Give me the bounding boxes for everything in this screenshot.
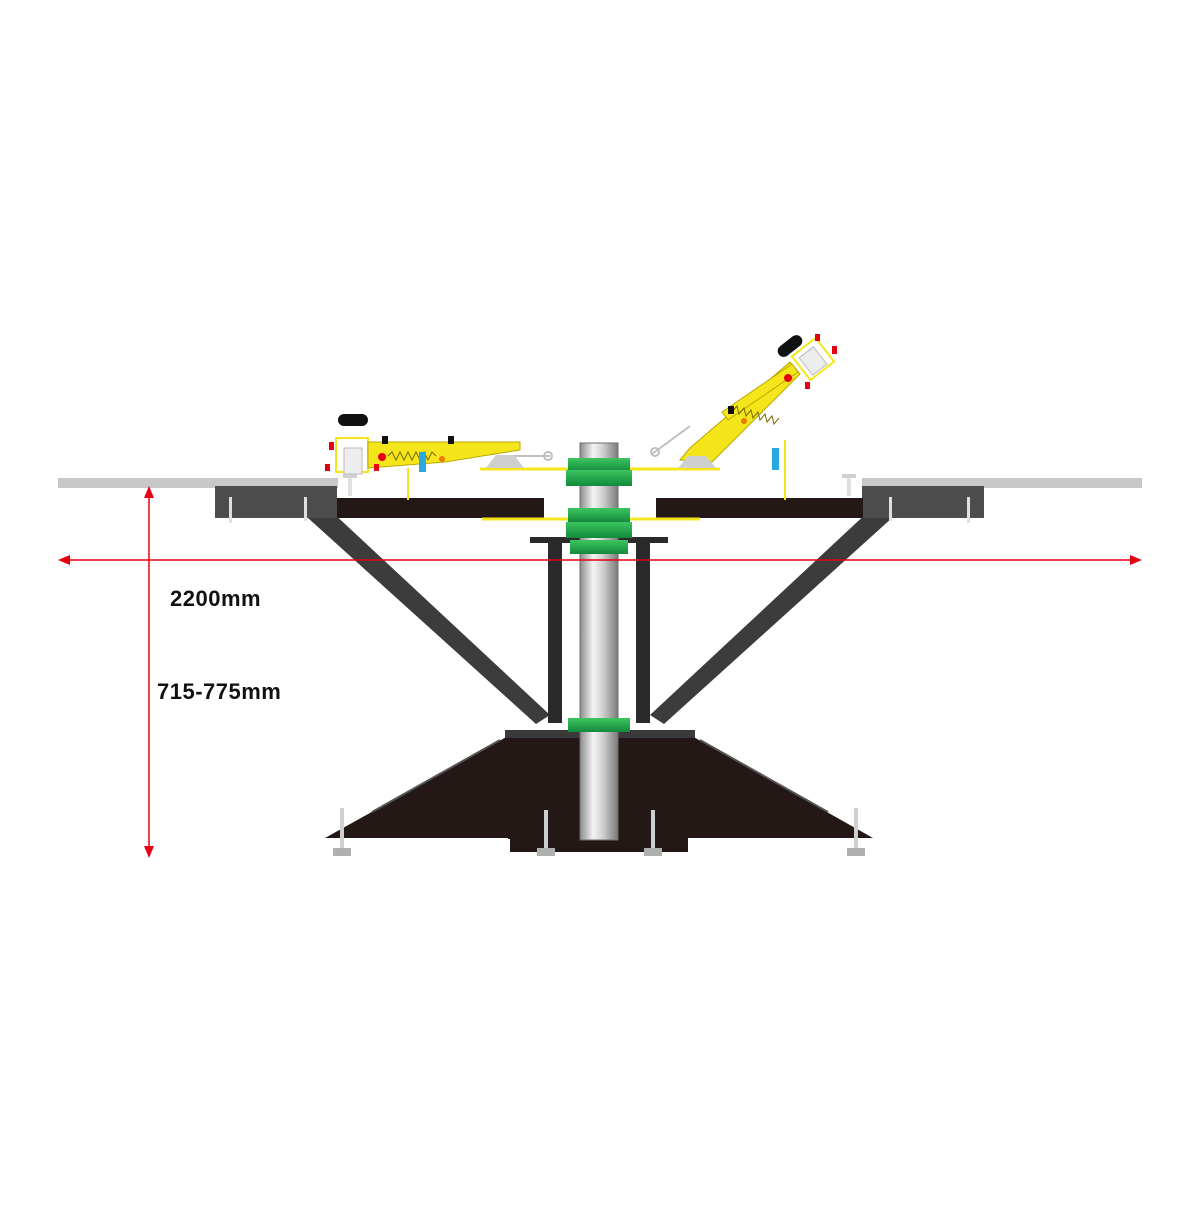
base-left-edge-line bbox=[371, 739, 501, 813]
hub-lower bbox=[568, 718, 630, 732]
leveler-right-outer bbox=[847, 808, 865, 856]
height-dimension-label: 715-775mm bbox=[157, 679, 282, 704]
platen-screw-right-b bbox=[967, 497, 970, 523]
coil-spring-icon bbox=[387, 450, 437, 462]
arm-stop-right bbox=[728, 406, 734, 414]
dimension-height-arrow bbox=[144, 486, 154, 858]
marker-red-left-b bbox=[325, 464, 330, 471]
base-left-wing bbox=[325, 735, 560, 838]
marker-red-right-a bbox=[832, 346, 837, 354]
central-post bbox=[579, 442, 619, 841]
dimension-width-arrow bbox=[58, 555, 1142, 565]
strut-assembly bbox=[308, 510, 892, 724]
arrow-head-top bbox=[144, 486, 154, 498]
platen-bracket-left bbox=[215, 486, 337, 518]
handle-knob-icon-right bbox=[777, 335, 803, 357]
platen-screw-left-b bbox=[304, 497, 307, 521]
linkage-end-left bbox=[543, 451, 553, 461]
platen-screw-left-c bbox=[343, 474, 357, 496]
print-head-right bbox=[650, 334, 837, 500]
arm-stop-left-a bbox=[382, 436, 388, 444]
arm-guide-right bbox=[721, 363, 799, 421]
handle-knob-icon bbox=[338, 414, 368, 426]
strut-right bbox=[650, 510, 892, 724]
double-headed-arrow-icon bbox=[58, 555, 70, 565]
arm-bar-left bbox=[337, 498, 544, 518]
coil-spring-icon-right bbox=[731, 404, 780, 426]
platen-screw-right-c bbox=[842, 474, 856, 496]
hub-upper bbox=[566, 458, 632, 486]
head-clamp-mount-right bbox=[798, 346, 828, 376]
leveler-left-inner bbox=[537, 810, 555, 856]
platen-screw-left-a bbox=[229, 497, 232, 523]
base-right-edge-line bbox=[699, 739, 829, 813]
arm-bar-right bbox=[656, 498, 863, 518]
marker-blue-right bbox=[772, 448, 779, 470]
platen-bracket-right bbox=[862, 486, 984, 518]
width-dimension-label: 2200mm bbox=[170, 586, 262, 611]
platen-right bbox=[862, 478, 1142, 488]
pivot-red-right-a bbox=[784, 374, 792, 382]
pivot-red-right-b bbox=[741, 418, 747, 424]
platen-mount-right bbox=[678, 456, 716, 468]
platen-screw-right-a bbox=[889, 497, 892, 521]
platen-assembly bbox=[58, 467, 1142, 523]
pivot-red-left-b bbox=[439, 456, 445, 462]
leveler-left-outer bbox=[333, 808, 351, 856]
marker-red-left-c bbox=[374, 464, 379, 471]
arrow-head-right bbox=[1130, 555, 1142, 565]
support-column-right bbox=[636, 540, 650, 723]
pivot-red-left-a bbox=[378, 453, 386, 461]
head-clamp-mount bbox=[343, 447, 363, 475]
hub-collar bbox=[570, 540, 628, 554]
marker-blue-left bbox=[419, 452, 426, 472]
arrow-head-bottom bbox=[144, 846, 154, 858]
marker-red-left-a bbox=[329, 442, 334, 450]
base-right-wing bbox=[640, 735, 873, 838]
arm-stop-left-b bbox=[448, 436, 454, 444]
head-clamp-right bbox=[790, 336, 836, 382]
strut-left bbox=[308, 510, 550, 724]
squeegee-arm-left bbox=[367, 441, 521, 469]
hub-middle bbox=[566, 508, 632, 538]
platen-mount-left bbox=[486, 455, 524, 468]
platen-left bbox=[58, 478, 338, 488]
leveler-right-inner bbox=[644, 810, 662, 856]
marker-red-right-b bbox=[815, 334, 820, 341]
support-column-left bbox=[548, 540, 562, 723]
print-head-left bbox=[325, 414, 553, 500]
linkage-end-right bbox=[650, 447, 660, 457]
marker-red-right-c bbox=[805, 382, 810, 389]
